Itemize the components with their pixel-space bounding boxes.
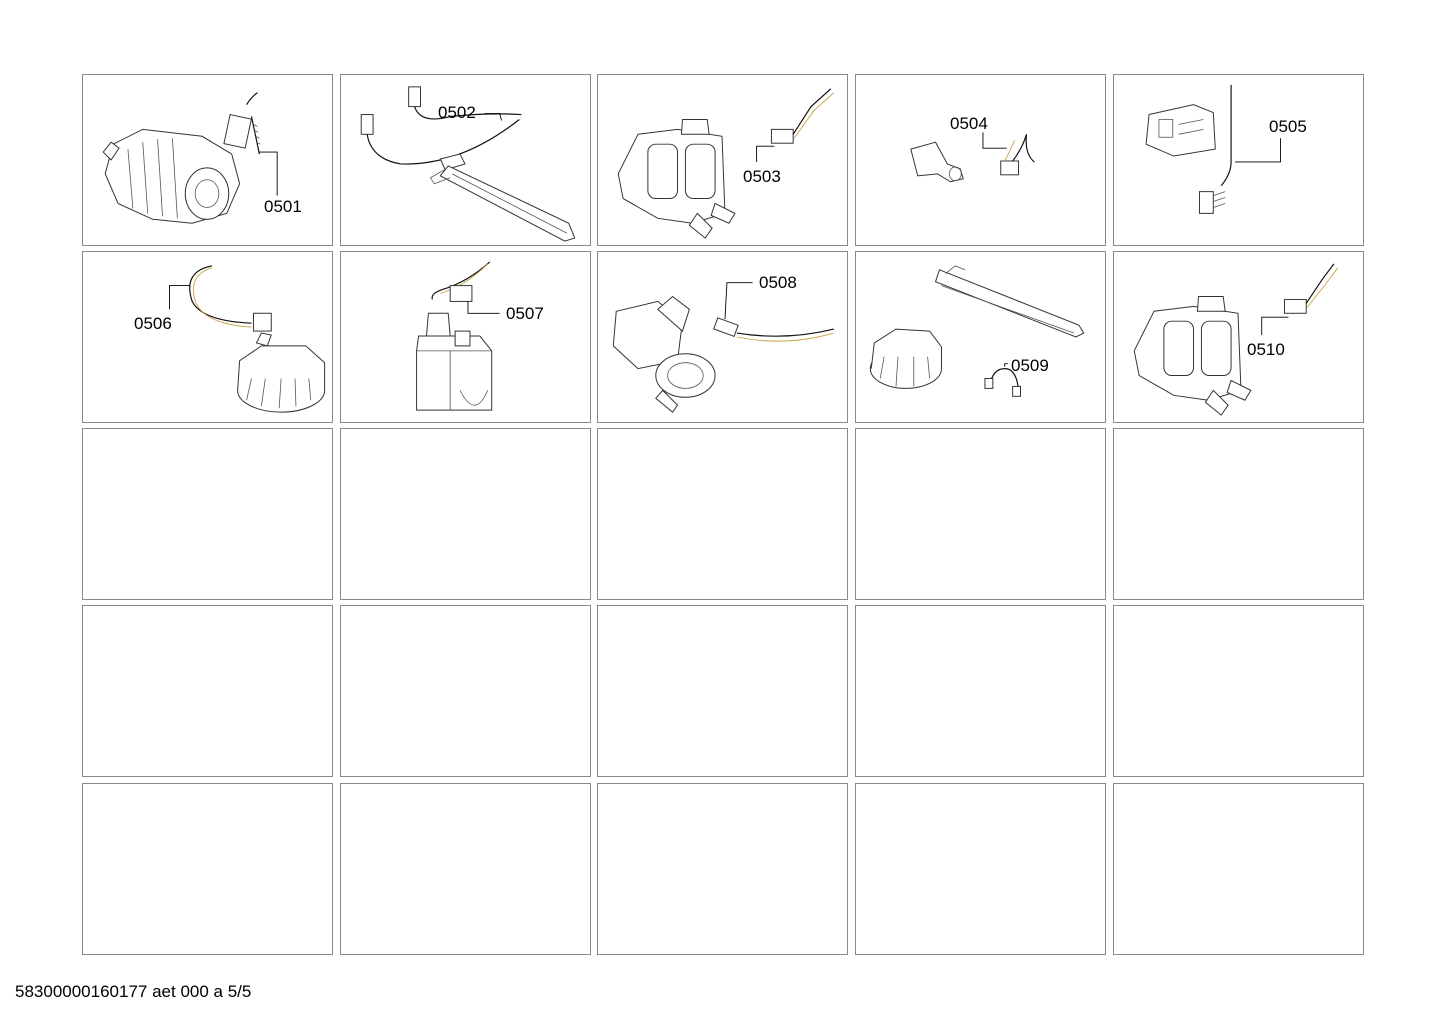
part-label-0501: 0501 [264,197,302,216]
part-label-0509: 0509 [1011,356,1049,375]
part-cell-0501: 0501 [82,74,333,246]
empty-cell [855,428,1106,600]
part-cell-0508: 0508 [597,251,848,423]
part-label-0506: 0506 [134,314,172,333]
motor-icon [102,92,261,224]
part-label-0505: 0505 [1269,117,1307,136]
empty-cell [855,605,1106,777]
part-cell-0503: 0503 [597,74,848,246]
double-valve-icon [617,88,834,239]
interference-filter-icon [416,261,493,411]
empty-cell [597,605,848,777]
door-lock-icon [1145,84,1232,214]
empty-cell [1113,783,1364,955]
document-footer: 58300000160177 aet 000 a 5/5 [15,982,252,1001]
part-cell-0502: 0502 [340,74,591,246]
part-label-0507: 0507 [506,304,544,323]
empty-cell [1113,605,1364,777]
empty-cell [82,783,333,955]
pressure-switch-icon [189,265,326,413]
empty-cell [340,605,591,777]
valve-icon [1133,263,1339,416]
empty-cell [597,783,848,955]
part-label-0510: 0510 [1247,340,1285,359]
ntc-sensor-icon [910,134,1035,183]
part-cell-0507: 0507 [340,251,591,423]
empty-cell [340,783,591,955]
part-label-0504: 0504 [950,114,988,133]
heater-and-pressure-icon [869,265,1085,397]
part-cell-0506: 0506 [82,251,333,423]
part-label-0503: 0503 [743,167,781,186]
part-cell-0509: 0509 [855,251,1106,423]
empty-cell [82,605,333,777]
empty-cell [340,428,591,600]
part-label-0502: 0502 [438,103,476,122]
empty-cell [597,428,848,600]
drain-pump-icon [612,295,834,413]
empty-cell [855,783,1106,955]
part-cell-0504: 0504 [855,74,1106,246]
empty-cell [1113,428,1364,600]
heating-element-icon [360,86,576,242]
part-cell-0510: 0510 [1113,251,1364,423]
empty-cell [82,428,333,600]
part-cell-0505: 0505 [1113,74,1364,246]
part-label-0508: 0508 [759,273,797,292]
